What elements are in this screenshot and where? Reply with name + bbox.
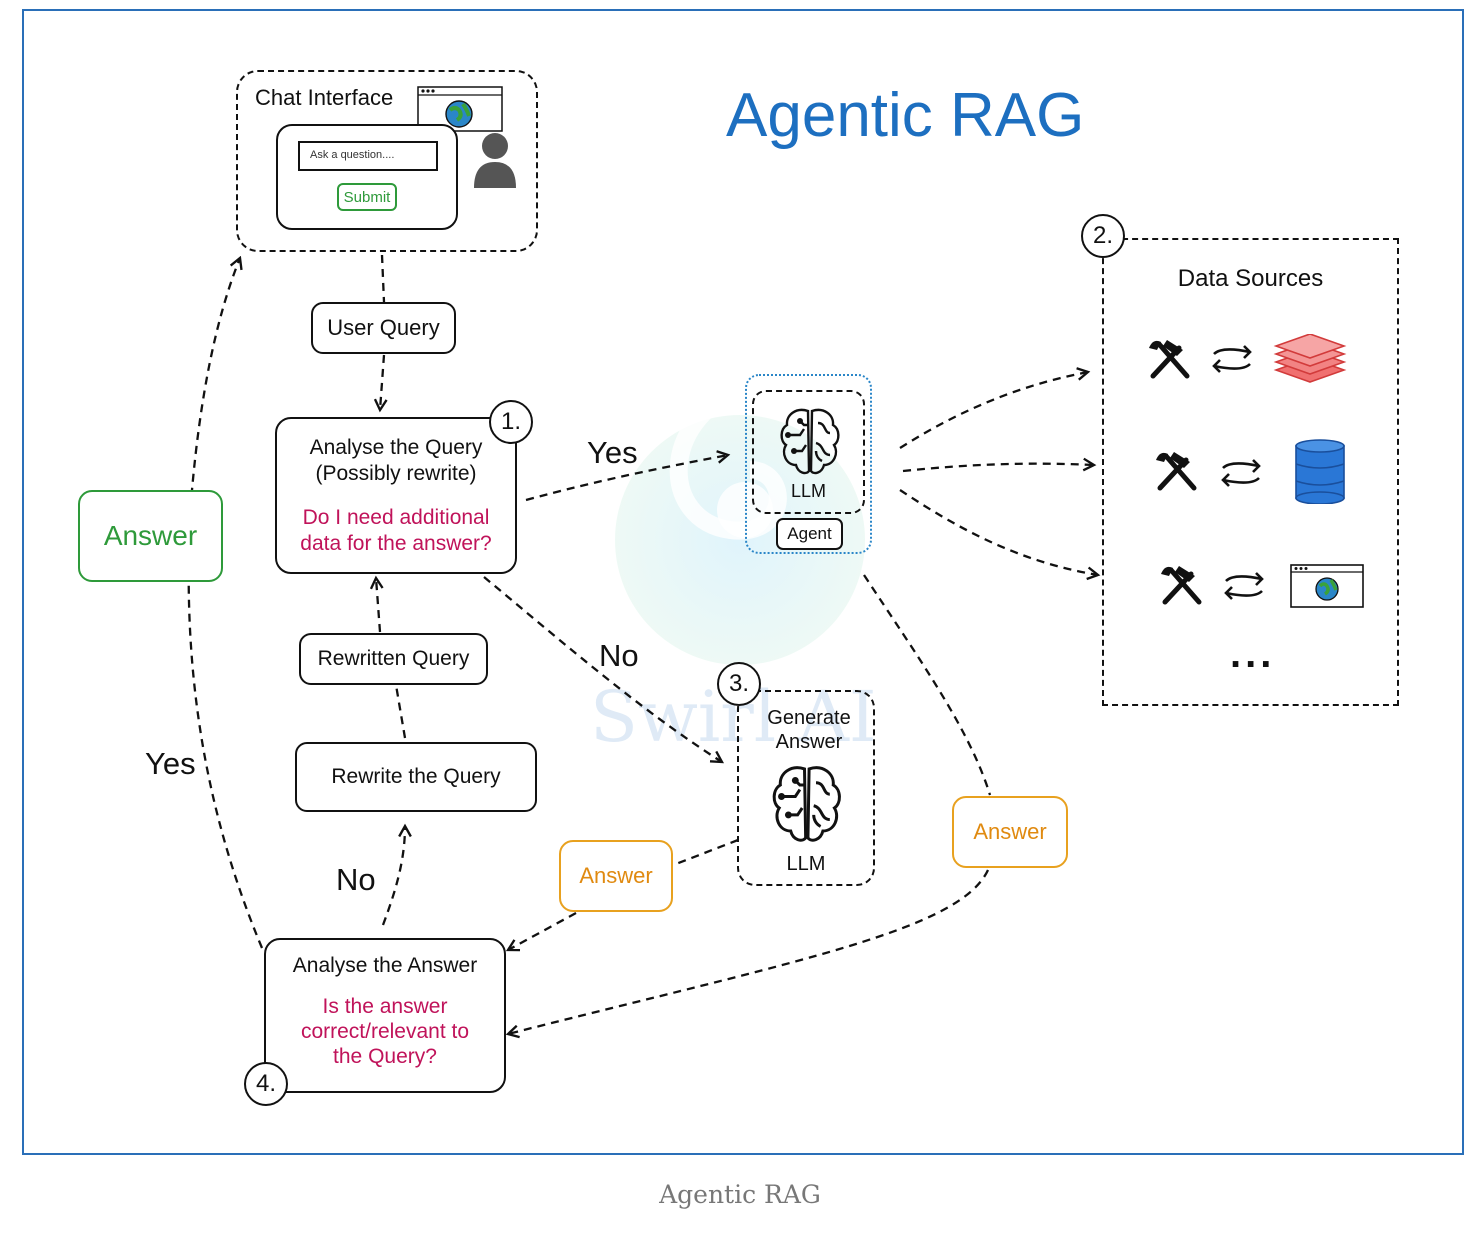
tools-icon <box>1161 566 1202 605</box>
figure-caption: Agentic RAG <box>659 1180 821 1209</box>
step-2-badge: 2. <box>1081 214 1125 258</box>
swirl-watermark-icon <box>615 381 865 665</box>
browser-window-icon <box>1290 564 1364 608</box>
step-3-badge: 3. <box>717 662 761 706</box>
agent-group <box>745 374 872 554</box>
answer-green-tag: Answer <box>78 490 223 582</box>
analyse-answer-question3: the Query? <box>333 1045 437 1068</box>
answer-orange-right-tag: Answer <box>952 796 1068 868</box>
analyse-answer-question2: correct/relevant to <box>300 1020 470 1043</box>
edge-answerright-to-analyseanswer <box>508 869 990 1034</box>
step-1-badge: 1. <box>489 400 533 444</box>
brain-icon <box>780 408 840 475</box>
edge-chat-to-userquery <box>380 254 386 303</box>
edge-agent-to-source1 <box>899 372 1088 449</box>
database-icon <box>1295 439 1345 504</box>
edge-agent-to-source3 <box>899 489 1098 575</box>
analyse-query-line1: Analyse the Query <box>309 436 483 459</box>
edge-analyseanswer-to-chat-yes <box>187 258 264 949</box>
generate-answer-label: Generate Answer <box>737 706 881 754</box>
rewritten-query-box: Rewritten Query <box>299 633 488 685</box>
edge-generate-to-answer <box>675 838 739 866</box>
edge-label-yes-top: Yes <box>587 435 638 470</box>
chat-window <box>276 124 458 230</box>
more-sources-ellipsis: ... <box>1230 632 1276 676</box>
analyse-answer-box: Analyse the Answer Is the answer correct… <box>264 938 506 1093</box>
rewrite-query-box: Rewrite the Query <box>295 742 537 812</box>
submit-button[interactable]: Submit <box>337 183 397 211</box>
agent-llm-box <box>752 390 865 514</box>
analyse-query-question1: Do I need additional <box>302 506 490 529</box>
edge-rewrite-to-rewritten <box>394 684 407 739</box>
tools-icon <box>1156 452 1197 491</box>
edge-rewritten-to-analyse <box>376 578 380 633</box>
edge-agent-to-source2 <box>902 464 1094 473</box>
edge-userquery-to-analyse <box>380 354 384 410</box>
brain-icon <box>772 766 841 842</box>
analyse-query-question2: data for the answer? <box>300 532 492 555</box>
generate-answer-group <box>737 690 875 886</box>
tools-icon <box>1149 340 1190 379</box>
analyse-answer-question1: Is the answer <box>322 995 448 1018</box>
data-sources-group <box>1102 238 1399 706</box>
analyse-query-box: Analyse the Query (Possibly rewrite) Do … <box>275 417 517 574</box>
user-query-box: User Query <box>311 302 456 354</box>
edge-label-no-left: No <box>336 862 376 897</box>
sync-arrows-icon <box>1212 345 1252 373</box>
edge-agent-to-answer-right <box>863 574 992 796</box>
step-4-badge: 4. <box>244 1062 288 1106</box>
edge-label-no-mid: No <box>599 638 639 673</box>
analyse-answer-line1: Analyse the Answer <box>292 954 478 977</box>
edge-analyse-to-agent-yes <box>525 455 728 502</box>
generate-line2: Answer <box>775 731 843 753</box>
chat-interface-group <box>236 70 538 252</box>
vector-layers-icon <box>1273 334 1347 383</box>
diagram-title: Agentic RAG <box>726 81 1085 150</box>
question-input[interactable]: Ask a question.... <box>298 141 438 171</box>
edge-label-yes-left: Yes <box>145 746 196 781</box>
data-sources-label: Data Sources <box>1177 265 1324 292</box>
chat-interface-label: Chat Interface <box>255 85 394 110</box>
sync-arrows-icon <box>1224 572 1264 600</box>
diagram-frame <box>22 9 1464 1155</box>
generate-line1: Generate <box>767 707 851 729</box>
agent-label-box: Agent <box>776 518 843 550</box>
browser-globe-icon <box>417 86 503 132</box>
user-icon <box>474 133 516 188</box>
sync-arrows-icon <box>1221 459 1261 487</box>
analyse-query-line2: (Possibly rewrite) <box>315 462 477 485</box>
edge-analyseanswer-to-rewrite-no <box>381 826 405 926</box>
agent-llm-label: LLM <box>790 481 826 501</box>
edge-answer-to-analyseanswer <box>508 911 577 950</box>
generate-llm-label: LLM <box>786 853 826 875</box>
answer-orange-left-tag: Answer <box>559 840 673 912</box>
